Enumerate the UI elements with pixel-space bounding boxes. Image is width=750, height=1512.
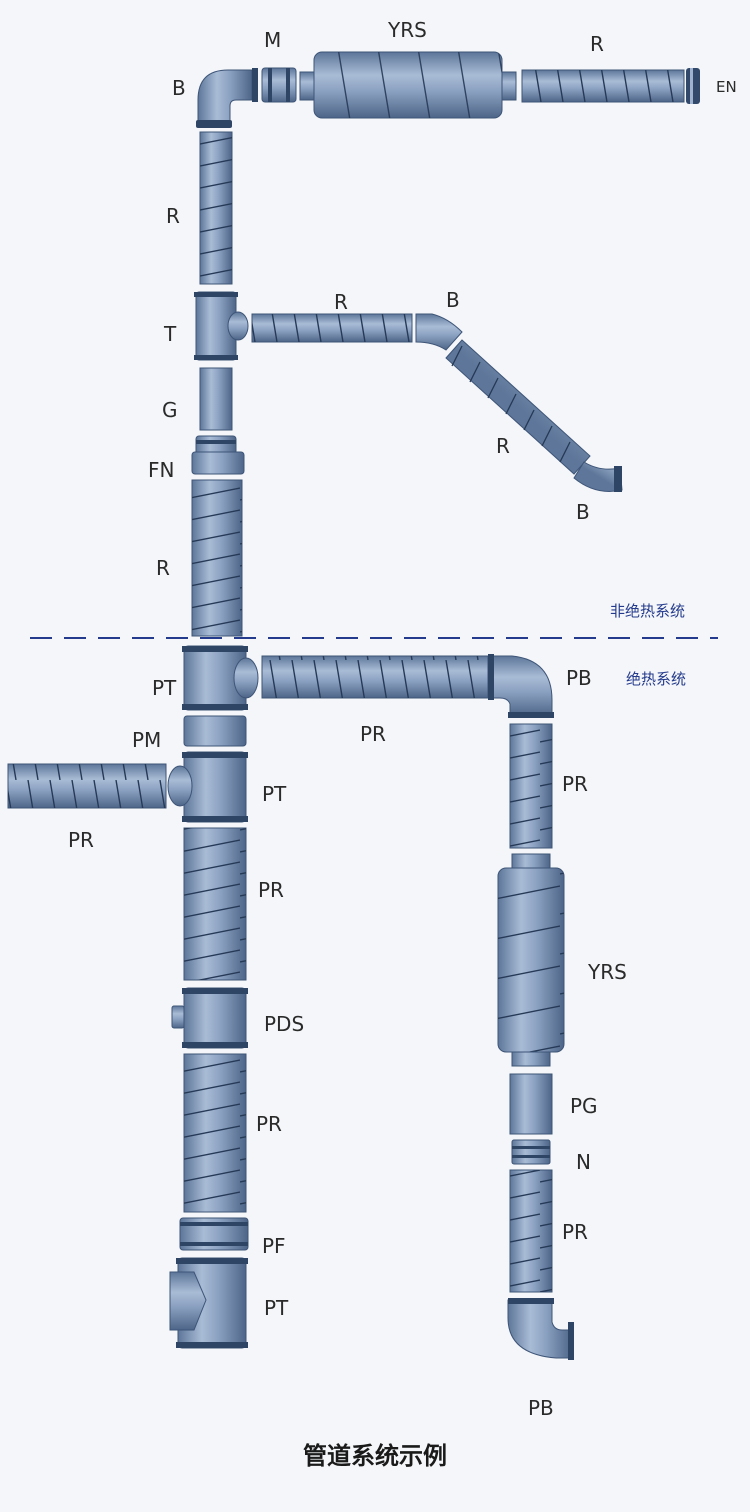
label-m-top: M: [264, 28, 282, 52]
coupling-pm: [183, 715, 247, 747]
label-yrs-right: YRS: [588, 960, 627, 984]
label-pb-right: PB: [566, 666, 592, 690]
zone-label-non-insulated: 非绝热系统: [610, 602, 686, 620]
coupling-m-top: [261, 67, 297, 103]
pipe-pg: [509, 1073, 553, 1135]
label-pr-horizontal: PR: [360, 722, 386, 746]
label-b-branch-2: B: [576, 500, 590, 524]
tee-pt-2: [183, 751, 247, 823]
diagram-caption: 管道系统示例: [303, 1442, 447, 1470]
label-t: T: [164, 322, 177, 346]
label-pm: PM: [132, 728, 162, 752]
label-r-diagonal: R: [496, 434, 510, 458]
elbow-b-branch-1: [415, 313, 463, 351]
label-pr-vertical-2: PR: [256, 1112, 282, 1136]
label-pg: PG: [570, 1094, 598, 1118]
ring-b-top: [196, 120, 232, 128]
label-b-branch-1: B: [446, 288, 460, 312]
nipple-n: [511, 1139, 551, 1165]
label-pr-right-2: PR: [562, 1220, 588, 1244]
elbow-pb-bottom: [507, 1299, 573, 1359]
pipe-r-diagonal: [445, 339, 591, 475]
label-pr-vertical-1: PR: [258, 878, 284, 902]
label-pds: PDS: [264, 1012, 305, 1036]
label-b-top: B: [172, 76, 186, 100]
label-en-top: EN: [716, 78, 737, 96]
label-pr-left: PR: [68, 828, 94, 852]
elbow-b-top: [197, 69, 253, 125]
label-pr-right-1: PR: [562, 772, 588, 796]
label-n: N: [576, 1150, 591, 1174]
label-pt-1: PT: [152, 676, 177, 700]
label-r-branch: R: [334, 290, 348, 314]
zone-label-insulated: 绝热系统: [626, 670, 687, 688]
elbow-pb-right: [489, 655, 553, 717]
label-yrs-top: YRS: [388, 18, 427, 42]
label-pf: PF: [262, 1234, 286, 1258]
label-pt-3: PT: [264, 1296, 289, 1320]
label-pb-bottom: PB: [528, 1396, 554, 1420]
label-pt-2: PT: [262, 782, 287, 806]
damper-pds: [183, 987, 247, 1049]
label-r-top: R: [590, 32, 604, 56]
pipe-g: [199, 367, 233, 431]
label-r-vertical-1: R: [166, 204, 180, 228]
label-g: G: [162, 398, 178, 422]
label-fn: FN: [148, 458, 175, 482]
label-r-vertical-2: R: [156, 556, 170, 580]
